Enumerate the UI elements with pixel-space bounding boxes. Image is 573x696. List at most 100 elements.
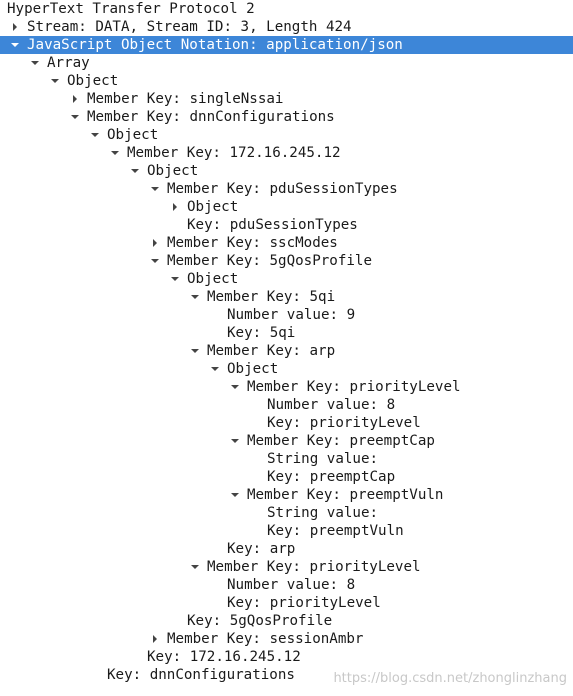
collapse-arrow-icon[interactable] — [148, 234, 162, 252]
tree-row[interactable]: Key: 5gQosProfile — [0, 612, 573, 630]
expand-arrow-icon[interactable] — [108, 144, 122, 162]
tree-row-label: Object — [187, 199, 239, 215]
tree-row[interactable]: Member Key: singleNssai — [0, 90, 573, 108]
tree-row[interactable]: Member Key: dnnConfigurations — [0, 108, 573, 126]
tree-row-label: Key: 172.16.245.12 — [147, 649, 301, 665]
expand-arrow-icon[interactable] — [148, 180, 162, 198]
tree-row-label: Member Key: priorityLevel — [207, 559, 421, 575]
watermark: https://blog.csdn.net/zhonglinzhang — [333, 671, 567, 686]
tree-row-label: Object — [67, 73, 119, 89]
tree-row[interactable]: Member Key: sessionAmbr — [0, 630, 573, 648]
tree-row[interactable]: Object — [0, 72, 573, 90]
expand-arrow-icon[interactable] — [228, 432, 242, 450]
collapse-arrow-icon[interactable] — [168, 198, 182, 216]
expand-arrow-icon[interactable] — [128, 162, 142, 180]
tree-row[interactable]: Member Key: priorityLevel — [0, 378, 573, 396]
expand-arrow-icon[interactable] — [68, 108, 82, 126]
expand-arrow-icon[interactable] — [228, 378, 242, 396]
tree-row-label: Member Key: sscModes — [167, 235, 338, 251]
tree-row[interactable]: Member Key: arp — [0, 342, 573, 360]
tree-row[interactable]: Stream: DATA, Stream ID: 3, Length 424 — [0, 18, 573, 36]
tree-row-label: Object — [107, 127, 159, 143]
tree-row-label: Member Key: preemptCap — [247, 433, 435, 449]
tree-row[interactable]: Member Key: sscModes — [0, 234, 573, 252]
tree-row-label: Key: preemptCap — [267, 469, 396, 485]
collapse-arrow-icon[interactable] — [68, 90, 82, 108]
tree-row-label: Key: 5gQosProfile — [187, 613, 333, 629]
tree-row[interactable]: Object — [0, 126, 573, 144]
tree-row-label: JavaScript Object Notation: application/… — [27, 37, 403, 53]
tree-row-label: Key: dnnConfigurations — [107, 667, 295, 683]
tree-row-label: String value: — [267, 451, 379, 467]
tree-row[interactable]: Key: arp — [0, 540, 573, 558]
tree-row-label: Key: pduSessionTypes — [187, 217, 358, 233]
tree-row[interactable]: Member Key: 5qi — [0, 288, 573, 306]
expand-arrow-icon[interactable] — [208, 360, 222, 378]
tree-row-label: Member Key: dnnConfigurations — [87, 109, 335, 125]
tree-row-label: Member Key: pduSessionTypes — [167, 181, 398, 197]
expand-arrow-icon[interactable] — [148, 252, 162, 270]
tree-row[interactable]: JavaScript Object Notation: application/… — [0, 36, 573, 54]
tree-row[interactable]: Array — [0, 54, 573, 72]
tree-row-label: String value: — [267, 505, 379, 521]
tree-row-label: Member Key: priorityLevel — [247, 379, 461, 395]
tree-row-label: Member Key: sessionAmbr — [167, 631, 364, 647]
tree-row[interactable]: Number value: 8 — [0, 576, 573, 594]
tree-row-label: Key: priorityLevel — [227, 595, 381, 611]
tree-row-label: Object — [227, 361, 279, 377]
tree-row-label: Key: 5qi — [227, 325, 296, 341]
tree-row-label: Key: priorityLevel — [267, 415, 421, 431]
tree-row[interactable]: Number value: 8 — [0, 396, 573, 414]
tree-row-label: Key: arp — [227, 541, 296, 557]
expand-arrow-icon[interactable] — [188, 342, 202, 360]
tree-row-label: Object — [187, 271, 239, 287]
tree-row-label: Number value: 8 — [227, 577, 356, 593]
tree-row[interactable]: String value: — [0, 504, 573, 522]
tree-row-label: Stream: DATA, Stream ID: 3, Length 424 — [27, 19, 352, 35]
tree-row[interactable]: Key: preemptCap — [0, 468, 573, 486]
tree-row-label: Number value: 8 — [267, 397, 396, 413]
tree-row[interactable]: Object — [0, 270, 573, 288]
tree-row[interactable]: String value: — [0, 450, 573, 468]
tree-row[interactable]: Object — [0, 162, 573, 180]
tree-row[interactable]: Member Key: preemptCap — [0, 432, 573, 450]
tree-row[interactable]: Key: priorityLevel — [0, 594, 573, 612]
tree-row[interactable]: Member Key: priorityLevel — [0, 558, 573, 576]
tree-row[interactable]: Key: 172.16.245.12 — [0, 648, 573, 666]
collapse-arrow-icon[interactable] — [8, 18, 22, 36]
tree-row-label: Object — [147, 163, 199, 179]
tree-row-label: Member Key: preemptVuln — [247, 487, 444, 503]
expand-arrow-icon[interactable] — [48, 72, 62, 90]
expand-arrow-icon[interactable] — [188, 558, 202, 576]
tree-row[interactable]: Member Key: pduSessionTypes — [0, 180, 573, 198]
expand-arrow-icon[interactable] — [8, 36, 22, 54]
tree-row[interactable]: Member Key: 172.16.245.12 — [0, 144, 573, 162]
tree-row-label: Member Key: 172.16.245.12 — [127, 145, 341, 161]
tree-row[interactable]: Member Key: preemptVuln — [0, 486, 573, 504]
expand-arrow-icon[interactable] — [168, 270, 182, 288]
tree-row-label: Member Key: 5qi — [207, 289, 336, 305]
tree-row-label: Member Key: arp — [207, 343, 336, 359]
expand-arrow-icon[interactable] — [88, 126, 102, 144]
tree-row[interactable]: Key: pduSessionTypes — [0, 216, 573, 234]
expand-arrow-icon[interactable] — [28, 54, 42, 72]
tree-row[interactable]: Key: 5qi — [0, 324, 573, 342]
tree-row[interactable]: Key: preemptVuln — [0, 522, 573, 540]
collapse-arrow-icon[interactable] — [148, 630, 162, 648]
tree-row[interactable]: Member Key: 5gQosProfile — [0, 252, 573, 270]
tree-row-label: Key: preemptVuln — [267, 523, 404, 539]
tree-row-label: Member Key: 5gQosProfile — [167, 253, 372, 269]
tree-row[interactable]: Number value: 9 — [0, 306, 573, 324]
tree-row[interactable]: Object — [0, 360, 573, 378]
tree-row[interactable]: Object — [0, 198, 573, 216]
tree-row-label: Member Key: singleNssai — [87, 91, 284, 107]
tree-row[interactable]: Key: dnnConfigurations — [0, 666, 573, 684]
expand-arrow-icon[interactable] — [188, 288, 202, 306]
tree-row[interactable]: HyperText Transfer Protocol 2 — [0, 0, 573, 18]
tree-row-label: HyperText Transfer Protocol 2 — [7, 1, 255, 17]
tree-row-label: Array — [47, 55, 90, 71]
tree-row-label: Number value: 9 — [227, 307, 356, 323]
expand-arrow-icon[interactable] — [228, 486, 242, 504]
tree-row[interactable]: Key: priorityLevel — [0, 414, 573, 432]
